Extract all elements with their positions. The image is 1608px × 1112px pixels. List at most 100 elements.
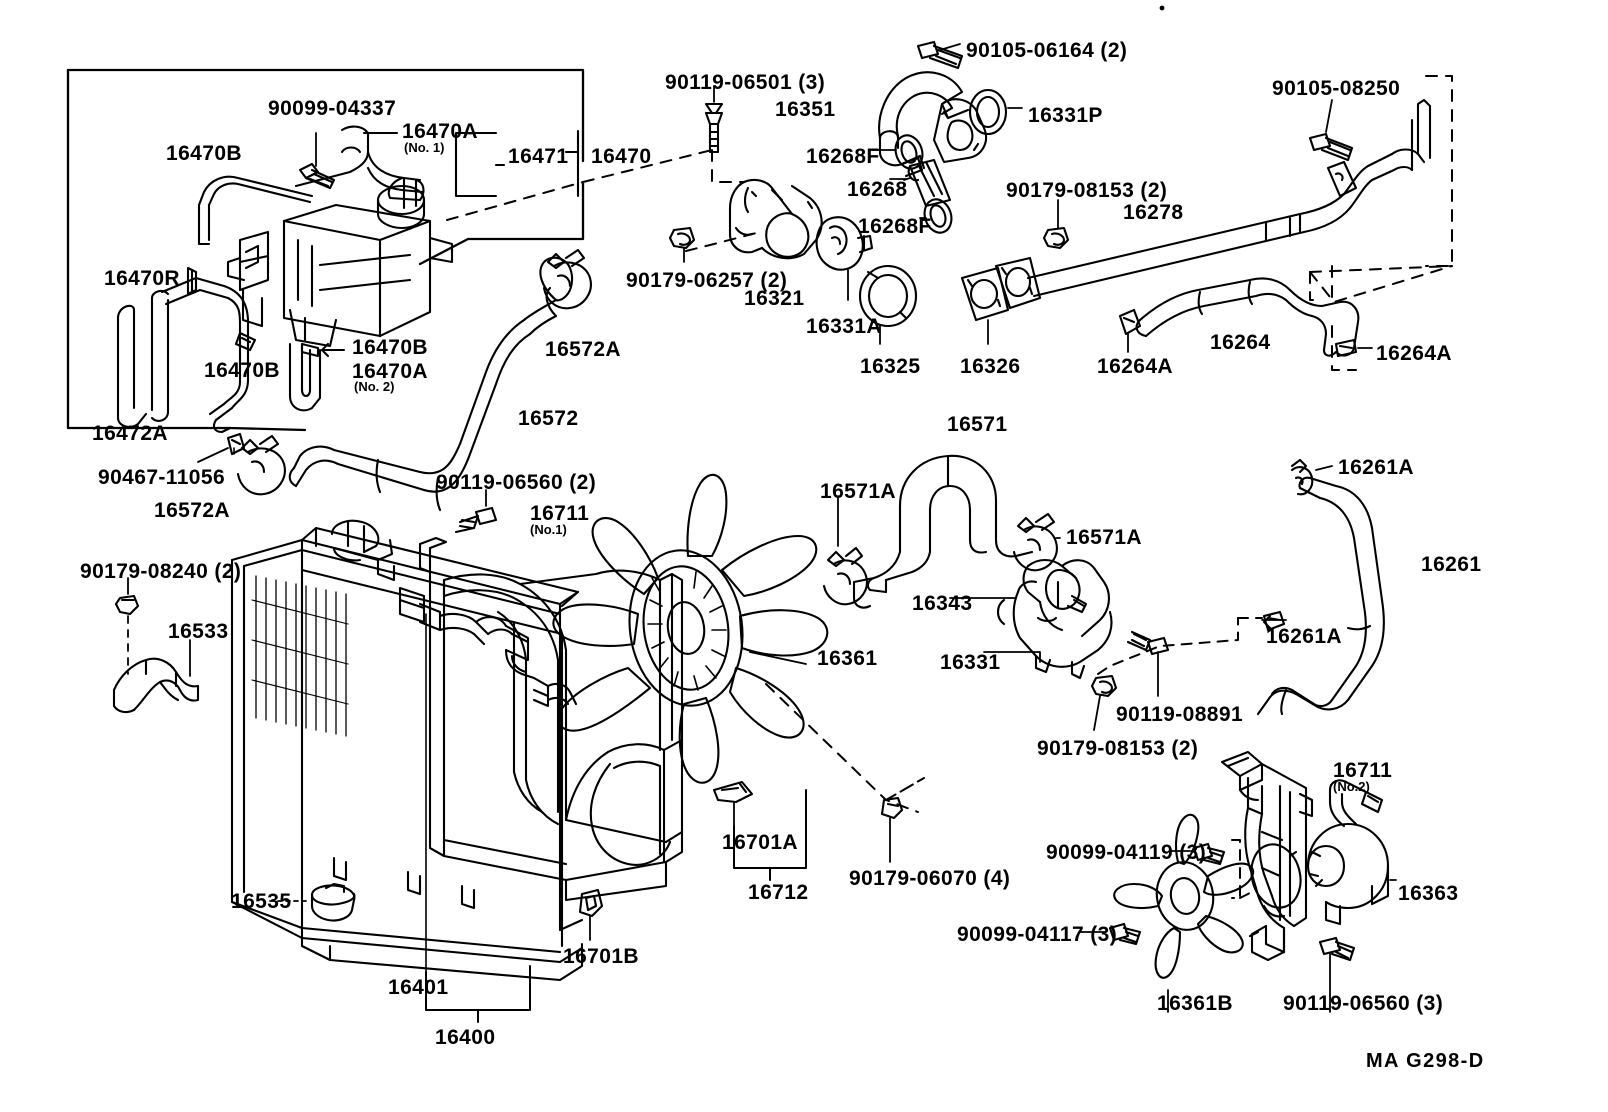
hose-16472a [116, 304, 148, 428]
label-16711-no1: 16711 [530, 502, 590, 525]
nut-90179-08153-upper [1042, 199, 1070, 250]
label-16268: 16268 [847, 178, 908, 201]
bracket-16533 [112, 639, 200, 714]
label-16470b-mid: 16470B [204, 359, 280, 382]
group-box-16470 [66, 68, 585, 432]
label-90179-08153-lower: 90179-08153 (2) [1037, 737, 1199, 760]
hose-16470b-pipe [197, 175, 314, 246]
label-16268f-lower: 16268F [858, 215, 932, 238]
label-16261a-upper: 16261A [1338, 456, 1414, 479]
label-16571a-left: 16571A [820, 480, 896, 503]
bolt-90105-08250 [1308, 99, 1354, 162]
label-16261: 16261 [1421, 553, 1482, 576]
label-90099-04117: 90099-04117 (3) [957, 923, 1118, 946]
draincock-16535 [269, 882, 356, 922]
fan-motor-16363 [1306, 779, 1397, 926]
bolt-90099-04119 [1169, 842, 1226, 866]
label-16470a-no1-sub: (No. 1) [404, 140, 445, 155]
clip-16470b-a [186, 266, 198, 296]
label-16343: 16343 [912, 592, 973, 615]
bracket-16712 [733, 789, 807, 881]
label-16400: 16400 [435, 1026, 496, 1049]
label-16572a-lower: 16572A [154, 499, 230, 522]
label-16261a-lower: 16261A [1266, 625, 1342, 648]
nut-90179-06257 [668, 226, 696, 263]
label-16712: 16712 [748, 881, 809, 904]
clip-16470b-b [234, 331, 257, 352]
reservoir-tank-16471 [226, 184, 454, 348]
radiator-16400 [230, 519, 584, 982]
hose-16261 [1256, 476, 1385, 716]
label-16711-no2-sub: (No.2) [1333, 779, 1370, 794]
dashed-bracket-right-upper [1309, 75, 1453, 301]
label-16264: 16264 [1210, 331, 1271, 354]
gasket-16331a [858, 264, 918, 345]
label-16470a-no2-sub: (No. 2) [354, 379, 395, 394]
label-16331p: 16331P [1028, 104, 1103, 127]
hose-16264 [1135, 277, 1360, 357]
label-16325: 16325 [860, 355, 921, 378]
oring-16268f-upper [871, 134, 924, 170]
clamp-16572a-upper [542, 248, 592, 310]
label-16351: 16351 [775, 98, 836, 121]
bolt-90119-06501 [704, 85, 724, 154]
label-16361b: 16361B [1157, 992, 1233, 1015]
clip-16261a-upper [1290, 458, 1333, 496]
registration-dot [1159, 5, 1165, 11]
label-90119-06560-3: 90119-06560 (3) [1283, 992, 1444, 1015]
fan-shroud-16711-no2 [1220, 750, 1314, 962]
diagram-footer-code: MA G298-D [1366, 1050, 1485, 1072]
label-90119-08891: 90119-08891 [1116, 703, 1244, 726]
grommet-90179-08240 [114, 577, 140, 675]
bolt-90119-06560-3 [1318, 936, 1356, 1013]
clip-90467-11056 [197, 432, 246, 463]
label-16326: 16326 [960, 355, 1021, 378]
bolt-90099-04117 [1079, 922, 1142, 946]
label-90179-06070: 90179-06070 (4) [849, 867, 1011, 890]
label-16363: 16363 [1398, 882, 1459, 905]
label-16331: 16331 [940, 651, 1001, 674]
label-16571: 16571 [947, 413, 1008, 436]
clip-16470b-c [300, 342, 346, 358]
hose-16470a-no1 [294, 125, 425, 210]
label-16278: 16278 [1123, 201, 1184, 224]
label-90105-08250: 90105-08250 [1272, 77, 1401, 100]
label-16401: 16401 [388, 976, 449, 999]
clip-16264a-right [1334, 338, 1373, 358]
bolt-90119-08891 [1126, 630, 1170, 697]
label-16331a: 16331A [806, 315, 882, 338]
label-16572: 16572 [518, 407, 579, 430]
dashed-leader-16470 [446, 149, 761, 252]
label-16535: 16535 [231, 890, 292, 913]
cooling-fan-16361 [552, 473, 829, 784]
water-inlet-16321 [728, 178, 823, 260]
label-16321: 16321 [744, 287, 805, 310]
hose-16470a-no2 [288, 342, 322, 412]
label-16470a-no2: 16470A [352, 360, 428, 383]
pipe-16278 [1026, 98, 1432, 298]
clamp-16571a-right [1012, 512, 1061, 572]
clip-16264a-left [1118, 308, 1142, 353]
clip-16701a [712, 780, 754, 827]
dashed-bracket-16711-no2 [1231, 839, 1257, 899]
label-90099-04119: 90099-04119 (3) [1046, 841, 1207, 864]
label-90179-06257: 90179-06257 (2) [626, 269, 788, 292]
gasket-16326-b [994, 256, 1042, 310]
water-outlet-16343 [949, 558, 1113, 680]
label-90105-06164: 90105-06164 (2) [966, 39, 1128, 62]
oring-16268f-lower [919, 198, 953, 234]
bolt-90105-06164 [916, 40, 964, 70]
label-16470: 16470 [591, 145, 652, 168]
label-16572a-upper: 16572A [545, 338, 621, 361]
gasket-16326-a [960, 266, 1010, 345]
label-16471: 16471 [508, 145, 569, 168]
dashed-leader-16261a [1097, 617, 1263, 675]
label-16472a: 16472A [92, 422, 168, 445]
label-16571a-right: 16571A [1066, 526, 1142, 549]
label-16264a-right: 16264A [1376, 342, 1452, 365]
pipe-16351 [878, 71, 988, 178]
label-16361: 16361 [817, 647, 878, 670]
bracket-16471 [454, 129, 580, 198]
bolt-90099-04337 [298, 132, 336, 190]
clamp-16572a-lower [236, 434, 286, 496]
